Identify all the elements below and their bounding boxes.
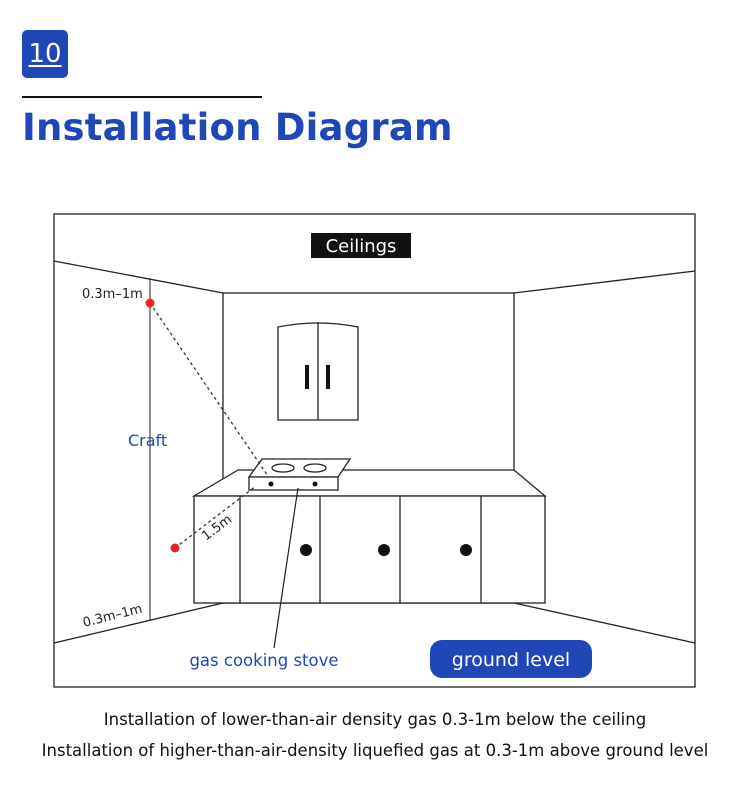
distance-lines (149, 302, 269, 549)
ground-label: ground level (452, 649, 570, 671)
stove-sensor-line (174, 485, 257, 549)
cabinet-knob (300, 544, 312, 556)
ceiling-sensor-line (149, 302, 269, 477)
ground-label-bg (430, 640, 592, 678)
floor-edge-right (513, 602, 696, 644)
cabinet-knob (378, 544, 390, 556)
ceiling-sensor-dot (145, 298, 155, 308)
stove-pointer-line (273, 487, 299, 649)
bottom-distance-label: 0.3m–1m (81, 602, 144, 631)
step-number: 10 (28, 39, 62, 69)
ceiling-label-bg (311, 233, 411, 258)
cabinet-knob (460, 544, 472, 556)
page-title: Installation Diagram (22, 106, 453, 149)
diagram-frame (53, 213, 696, 688)
ceiling-edge-right (513, 270, 696, 294)
caption-lower-density: Installation of lower-than-air density g… (103, 710, 647, 729)
floor-sensor-dot (170, 543, 180, 553)
stove-label: gas cooking stove (189, 651, 338, 670)
ceiling-edge-left (53, 260, 224, 294)
wall-cabinet (277, 322, 359, 421)
caption-higher-density: Installation of higher-than-air-density … (41, 741, 709, 760)
top-distance-label: 0.3m–1m (82, 287, 143, 302)
floor-edge-left (53, 602, 224, 644)
craft-label: Craft (128, 431, 167, 450)
gas-stove (247, 458, 352, 491)
kitchen-counter (191, 469, 547, 604)
ceiling-label: Ceilings (326, 236, 397, 257)
step-number-badge: 10 (22, 30, 68, 78)
title-divider (22, 96, 262, 98)
